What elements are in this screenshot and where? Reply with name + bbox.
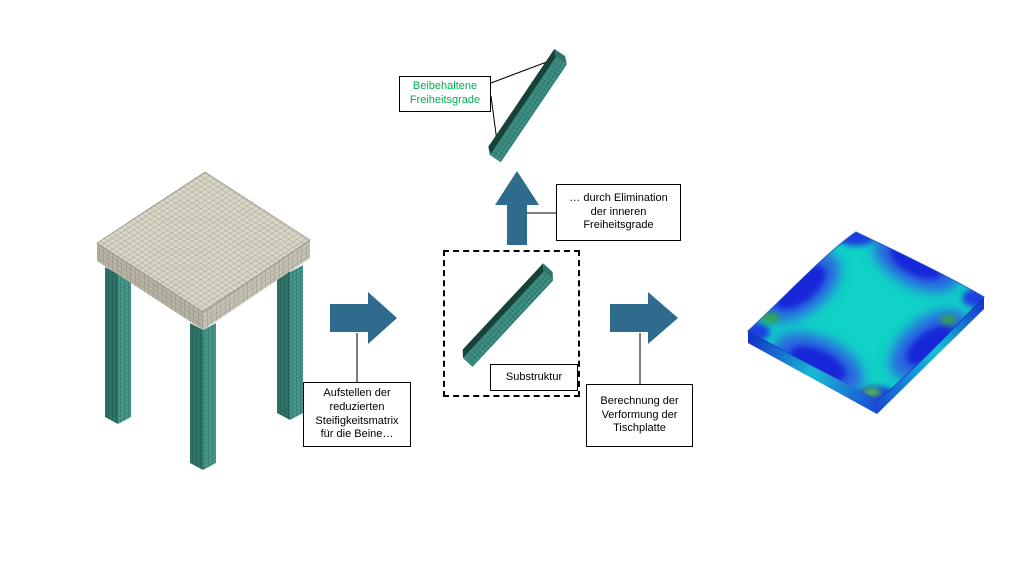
- label-aufstellen: Aufstellen der reduzierten Steifigkeitsm…: [303, 382, 411, 447]
- label-berechnung: Berechnung der Verformung der Tischplatt…: [586, 384, 693, 447]
- table-model: [96, 171, 311, 470]
- label-aufstellen-text: Aufstellen der reduzierten Steifigkeitsm…: [315, 387, 399, 441]
- flow-arrow-up: [495, 171, 539, 245]
- plate-side-left: [748, 331, 877, 414]
- substructure-frame: [443, 250, 580, 397]
- flow-arrow-right-2: [610, 292, 678, 344]
- plate-side-right: [877, 297, 984, 414]
- label-retained-dof-text: Beibehaltene Freiheitsgrade: [409, 80, 481, 106]
- label-elimination-text: … durch Elimination der inneren Freiheit…: [569, 191, 668, 232]
- plate-outline: [746, 231, 986, 402]
- flow-arrow-right-1: [330, 292, 397, 344]
- plate-contours: [748, 232, 984, 401]
- table-leg-left: [105, 267, 131, 424]
- table-leg-front: [190, 323, 216, 470]
- label-elimination: … durch Elimination der inneren Freiheit…: [556, 184, 681, 241]
- table-leg-right: [277, 265, 303, 420]
- pointer-line-retained-top: [490, 59, 553, 84]
- label-substruktur-text: Substruktur: [505, 370, 563, 383]
- plate-model: [746, 231, 986, 414]
- table-top: [96, 171, 311, 330]
- label-substruktur: Substruktur: [490, 364, 578, 391]
- label-berechnung-text: Berechnung der Verformung der Tischplatt…: [600, 394, 679, 435]
- label-retained-dof: Beibehaltene Freiheitsgrade: [399, 76, 491, 112]
- reduced-rod: [485, 48, 571, 163]
